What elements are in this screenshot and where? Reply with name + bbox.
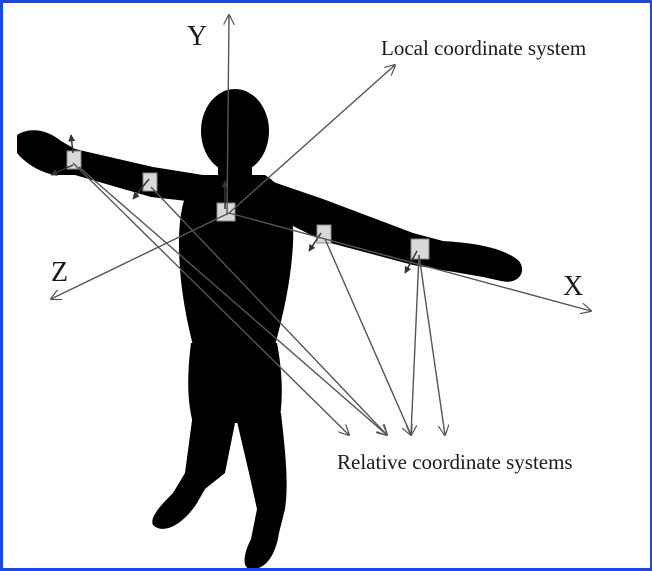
head [201,89,269,173]
sensor-left-upperarm [142,172,158,192]
right-arm [253,175,523,282]
body-diagram: Y X Z Local coordinate system Relative c… [17,3,652,568]
z-axis-label: Z [51,257,68,288]
right-leg [235,413,287,568]
y-axis-label: Y [187,21,207,52]
x-axis-label: X [563,271,583,302]
x-axis-line [228,212,591,311]
human-silhouette [17,89,523,568]
sensor-axes [50,134,418,274]
torso [179,175,294,353]
relative-arrows [72,162,445,435]
local-axis-line [228,65,395,214]
relative-coordinate-label: Relative coordinate systems [337,450,573,474]
main-axes [51,15,591,311]
z-axis-line [51,212,230,299]
hips [188,343,282,423]
y-axis-line [227,15,229,216]
local-coordinate-label: Local coordinate system [381,36,586,60]
sensor-chest [216,202,236,222]
sensor-right-upperarm [316,224,332,244]
left-arm [17,130,205,203]
left-leg [152,413,237,529]
sensor-left-forearm [66,150,82,170]
